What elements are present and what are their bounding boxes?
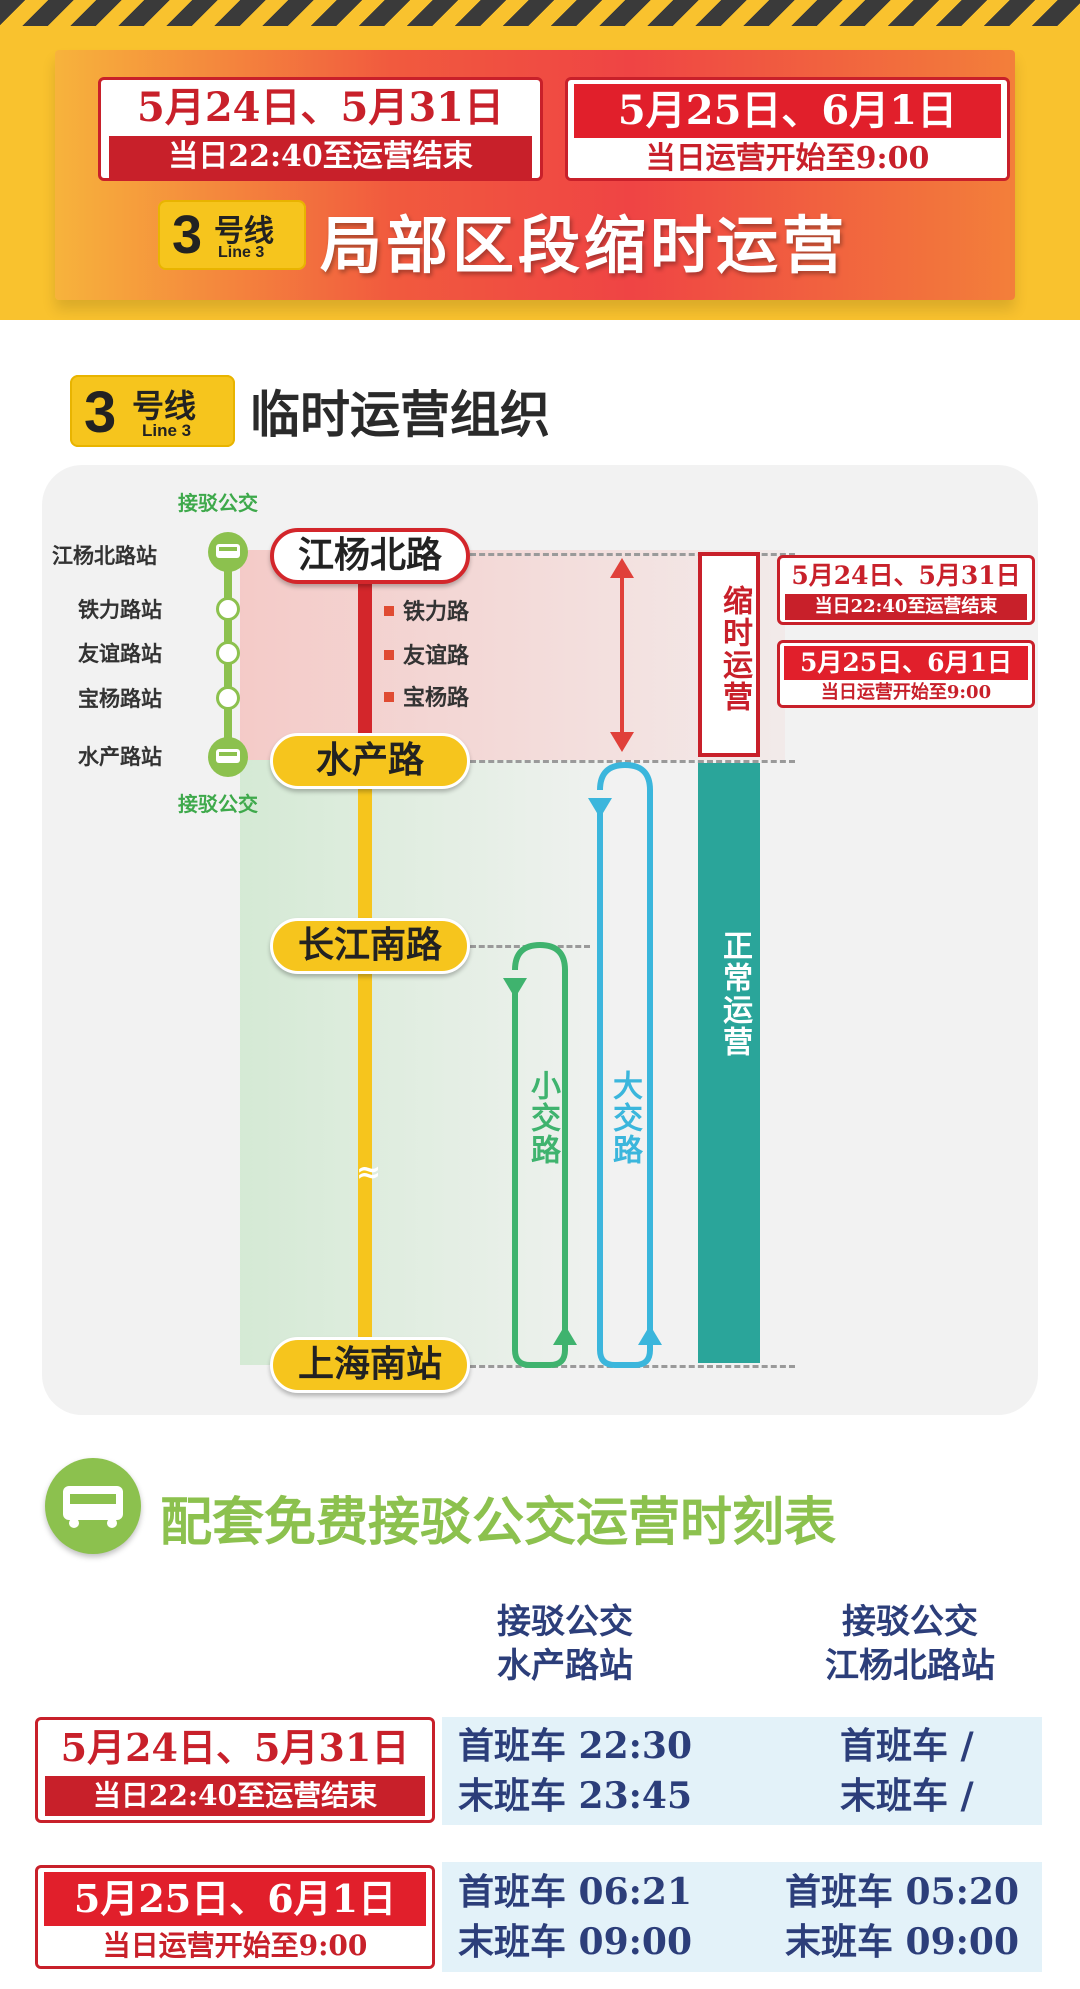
date-box-morning: 5月25日、6月1日 当日运营开始至9:00	[565, 77, 1010, 181]
reduced-zone-shade	[240, 550, 785, 760]
mini-station-youyi: 友谊路	[403, 644, 470, 669]
section-title: 临时运营组织	[250, 386, 550, 444]
guide-line	[470, 553, 795, 556]
timetable-title: 配套免费接驳公交运营时刻表	[160, 1493, 837, 1553]
mini-station-tieli: 铁力路	[403, 600, 470, 625]
hazard-stripe	[0, 0, 1080, 26]
note-date-morning-dates: 5月25日、6月1日	[784, 646, 1028, 680]
station-dot	[216, 597, 240, 621]
line-label-zh: 号线	[214, 214, 274, 249]
transfer-bus-label-bottom: 接驳公交	[178, 792, 258, 816]
transfer-bus-label-top: 接驳公交	[178, 491, 258, 515]
guide-line	[470, 760, 795, 763]
col-header-line2: 江杨北路站	[825, 1646, 995, 1686]
note-date-night-time: 当日22:40至运营结束	[785, 594, 1027, 620]
row1-col1-first: 首班车 22:30	[458, 1725, 693, 1767]
line-label-en: Line 3	[142, 421, 192, 440]
note-date-night-dates: 5月24日、5月31日	[791, 561, 1021, 590]
station-pill-changjiangnanlu: 长江南路	[270, 918, 470, 974]
col-header-line2: 水产路站	[497, 1646, 633, 1686]
station-dot	[216, 641, 240, 665]
bus-icon	[45, 1458, 141, 1554]
big-loop-route	[588, 761, 662, 1368]
small-loop-label: 小交路	[525, 1070, 560, 1166]
normal-operation-bar	[698, 763, 760, 1363]
row2-col1-first: 首班车 06:21	[458, 1871, 693, 1913]
mini-station-baoyang: 宝杨路	[403, 686, 470, 711]
row1-dates: 5月24日、5月31日	[60, 1725, 410, 1770]
row2-date-box: 5月25日、6月1日 当日运营开始至9:00	[35, 1865, 435, 1969]
table-row	[442, 1862, 1042, 1972]
station-marker	[384, 692, 394, 702]
small-loop-route	[503, 941, 577, 1368]
station-pill-shanghainanzhan: 上海南站	[270, 1337, 470, 1393]
header-banner: 5月24日、5月31日 当日22:40至运营结束 5月25日、6月1日 当日运营…	[0, 0, 1080, 320]
note-date-morning: 5月25日、6月1日 当日运营开始至9:00	[777, 640, 1035, 708]
date-box-night: 5月24日、5月31日 当日22:40至运营结束	[98, 77, 543, 181]
bus-icon	[208, 737, 248, 777]
note-date-night: 5月24日、5月31日 当日22:40至运营结束	[777, 555, 1035, 625]
bus-icon	[208, 532, 248, 572]
section-line3-badge: 3 号线 Line 3	[70, 375, 235, 447]
normal-line-segment	[358, 760, 372, 1360]
col-header-jiangyangbeilu: 接驳公交 江杨北路站	[780, 1600, 1040, 1688]
table-row	[442, 1717, 1042, 1825]
date-box-morning-dates: 5月25日、6月1日	[574, 84, 1001, 138]
big-loop-label: 大交路	[607, 1070, 642, 1166]
station-baoyang: 宝杨路站	[78, 686, 162, 711]
line3-badge: 3 号线 Line 3	[158, 200, 306, 270]
line-break-tilde: ≈	[356, 1155, 382, 1190]
row1-col2-first: 首班车 /	[840, 1725, 974, 1767]
line-label-en: Line 3	[218, 244, 265, 261]
normal-zone-shade	[240, 760, 610, 1365]
reduced-range-arrow	[610, 558, 634, 752]
reduced-operation-bar	[698, 552, 760, 757]
station-pill-jiangyangbeilu: 江杨北路	[270, 528, 470, 584]
note-date-morning-time: 当日运营开始至9:00	[780, 680, 1032, 705]
station-tieli: 铁力路站	[78, 597, 162, 622]
station-marker	[384, 606, 394, 616]
row1-col2-last: 末班车 /	[840, 1775, 974, 1817]
station-shuichanlu: 水产路站	[78, 744, 162, 769]
row2-col2-last: 末班车 09:00	[785, 1921, 1020, 1963]
row1-time: 当日22:40至运营结束	[45, 1776, 425, 1816]
station-dot	[216, 686, 240, 710]
col-header-shuichanlu: 接驳公交 水产路站	[440, 1600, 690, 1688]
normal-operation-label: 正常运营	[717, 930, 752, 1058]
row2-col1-last: 末班车 09:00	[458, 1921, 693, 1963]
reduced-operation-label: 缩时运营	[717, 585, 752, 713]
station-youyi: 友谊路站	[78, 641, 162, 666]
row2-col2-first: 首班车 05:20	[785, 1871, 1020, 1913]
station-pill-shuichanlu: 水产路	[270, 733, 470, 789]
row1-col1-last: 末班车 23:45	[458, 1775, 693, 1817]
reduced-line-segment	[358, 570, 372, 760]
date-box-night-time: 当日22:40至运营结束	[109, 136, 532, 178]
station-jiangyangbeilu: 江杨北路站	[52, 543, 157, 568]
route-loops	[503, 558, 662, 1368]
col-header-line1: 接驳公交	[842, 1602, 978, 1642]
row2-dates: 5月25日、6月1日	[44, 1872, 426, 1926]
header-panel: 5月24日、5月31日 当日22:40至运营结束 5月25日、6月1日 当日运营…	[55, 50, 1015, 300]
date-box-morning-time: 当日运营开始至9:00	[568, 138, 1007, 178]
line-number: 3	[84, 380, 117, 445]
station-marker	[384, 650, 394, 660]
header-title: 局部区段缩时运营	[320, 209, 849, 282]
row2-time: 当日运营开始至9:00	[38, 1926, 432, 1966]
line-label-zh: 号线	[132, 387, 197, 425]
col-header-line1: 接驳公交	[497, 1602, 633, 1642]
date-box-night-dates: 5月24日、5月31日	[137, 84, 504, 131]
row1-date-box: 5月24日、5月31日 当日22:40至运营结束	[35, 1717, 435, 1823]
line-number: 3	[172, 205, 203, 265]
